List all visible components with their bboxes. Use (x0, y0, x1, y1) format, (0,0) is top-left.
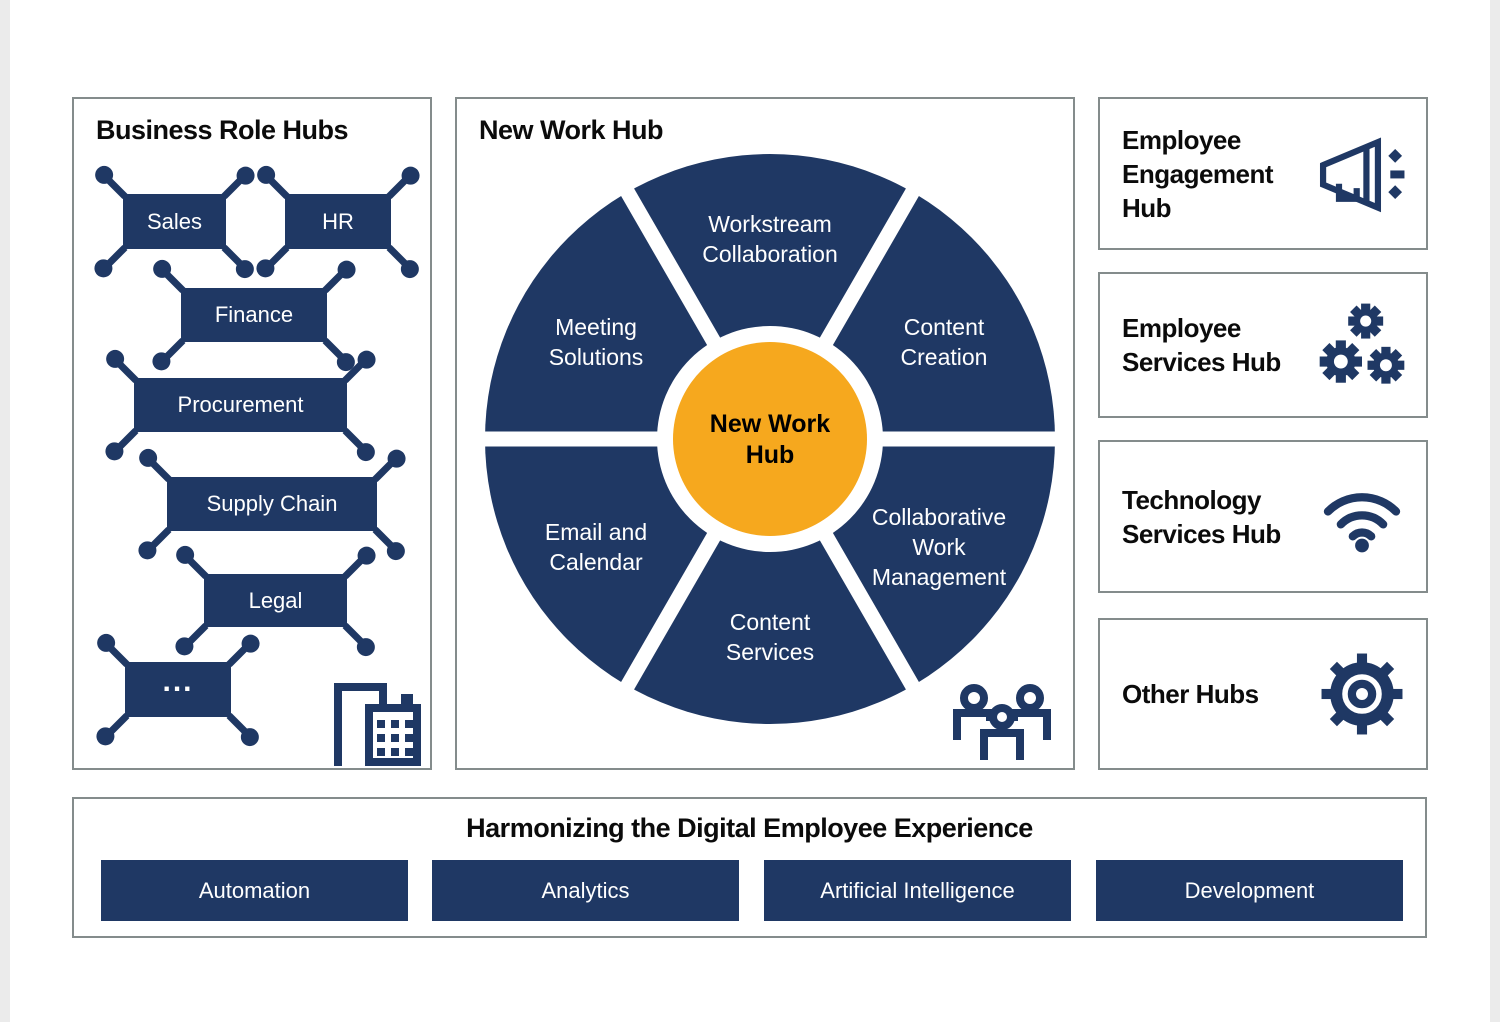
pillar-label: Development (1184, 877, 1315, 903)
chip-label: ... (162, 664, 194, 698)
segment-label-meeting-solutions: Meeting Solutions (548, 314, 644, 370)
chip-procurement: Procurement (112, 356, 369, 454)
chip-label: Supply Chain (206, 491, 338, 516)
chip-label: HR (322, 208, 354, 234)
people-group-icon (953, 684, 1051, 760)
hub-card-title: Employee Services Hub (1122, 313, 1281, 377)
hub-card-employee-services: Employee Services Hub (1098, 272, 1428, 418)
chip-label: Finance (214, 302, 294, 327)
pillar-label: Automation (198, 877, 311, 903)
hub-card-title: Other Hubs (1122, 679, 1259, 709)
pillar-label: Analytics (541, 877, 630, 903)
segment-label-collaborative-work-management: Collaborative Work Management (871, 504, 1007, 590)
pillar-analytics: Analytics (432, 860, 739, 921)
right-gutter (1490, 0, 1500, 1022)
chip-hr: HR (263, 172, 413, 271)
gears-icon (1319, 303, 1405, 384)
hub-card-employee-engagement: Employee Engagement Hub (1098, 97, 1428, 250)
chip-supply-chain: Supply Chain (145, 455, 399, 553)
new-work-hub-title: New Work Hub (479, 115, 664, 145)
segment-label-workstream-collaboration: Workstream Collaboration (702, 211, 838, 267)
chip-label: Procurement (177, 392, 304, 417)
foundation-title: Harmonizing the Digital Employee Experie… (466, 813, 1033, 843)
megaphone-icon (1319, 136, 1405, 212)
panel-new-work-hub: New Work Hub Workstream Collaboration Co… (455, 97, 1075, 770)
segment-label-content-creation: Content Creation (900, 314, 988, 370)
hub-card-technology-services: Technology Services Hub (1098, 440, 1428, 593)
chip-sales: Sales (101, 172, 248, 271)
hub-card-title: Employee Engagement Hub (1122, 124, 1274, 223)
pillar-automation: Automation (101, 860, 408, 921)
pillar-label: Artificial Intelligence (820, 877, 1015, 903)
panel-foundation: Harmonizing the Digital Employee Experie… (72, 797, 1427, 938)
cog-icon (1321, 653, 1403, 735)
chip-finance: Finance (159, 266, 349, 364)
new-work-hub-donut (484, 154, 1056, 724)
hub-center-circle (673, 342, 867, 536)
panel-business-role-hubs: Business Role Hubs Sales HR Finance (72, 97, 432, 770)
hub-card-title: Technology Services Hub (1122, 484, 1281, 549)
segment-label-email-and-calendar: Email and Calendar (544, 519, 648, 575)
chip-label: Legal (248, 587, 303, 613)
segment-label-content-services: Content Services (725, 609, 815, 665)
wifi-icon (1323, 492, 1401, 552)
hub-center-label: New Work Hub (709, 410, 831, 469)
chip-label: Sales (146, 208, 203, 234)
chip-other-roles: ... (103, 640, 253, 739)
business-role-hubs-title: Business Role Hubs (96, 115, 349, 145)
pillar-development: Development (1096, 860, 1403, 921)
hub-card-other-hubs: Other Hubs (1098, 618, 1428, 770)
chip-legal: Legal (182, 552, 369, 649)
left-gutter (0, 0, 10, 1022)
office-buildings-icon (334, 683, 421, 766)
pillar-artificial-intelligence: Artificial Intelligence (764, 860, 1071, 921)
